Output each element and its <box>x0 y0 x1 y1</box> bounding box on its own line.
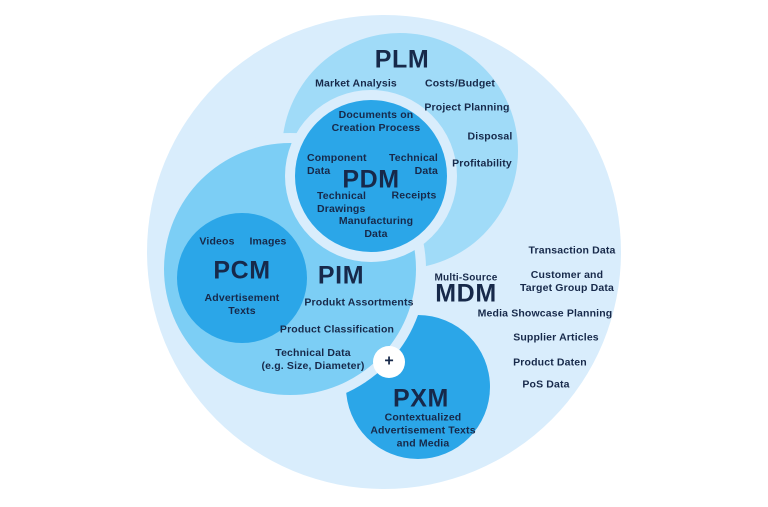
pxm-title: PXM <box>393 384 449 413</box>
plm-label-market-analysis: Market Analysis <box>315 77 397 90</box>
plm-label-project-planning: Project Planning <box>424 101 510 114</box>
pcm-circle <box>177 213 307 343</box>
pxm-label-contextualized-ads: Contextualized Advertisement Texts and M… <box>370 411 476 450</box>
mdm-title: MDM <box>435 279 497 308</box>
mdm-label-product-daten: Product Daten <box>513 356 587 369</box>
plm-label-disposal: Disposal <box>467 130 513 143</box>
pim-title: PIM <box>317 261 365 290</box>
pdm-title: PDM <box>342 165 400 194</box>
pdm-circle <box>295 100 447 252</box>
mdm-eyebrow: Multi-Source <box>434 272 498 284</box>
pdm-label-technical-drawings: Technical Drawings <box>317 189 367 215</box>
pdm-label-technical-data: Technical Data <box>388 151 438 177</box>
plus-junction-circle <box>373 346 405 378</box>
mdm-label-pos-data: PoS Data <box>522 378 570 391</box>
pim-label-produkt-assortments: Produkt Assortments <box>304 296 414 309</box>
plm-label-costs-budget: Costs/Budget <box>424 77 496 90</box>
plm-label-profitability: Profitability <box>452 157 512 170</box>
plus-icon: + <box>384 352 394 370</box>
plm-title: PLM <box>374 45 430 74</box>
pcm-label-advertisement-texts: Advertisement Texts <box>204 291 280 317</box>
pcm-label-videos: Videos <box>199 235 235 248</box>
pdm-label-component-data: Component Data <box>307 151 367 177</box>
pdm-label-receipts: Receipts <box>391 189 437 202</box>
pim-label-product-classification: Product Classification <box>279 323 395 336</box>
pcm-label-images: Images <box>249 235 287 248</box>
pcm-title: PCM <box>213 256 271 285</box>
pim-label-technical-data-size-diameter: Technical Data (e.g. Size, Diameter) <box>261 346 365 372</box>
mdm-label-media-showcase-planning: Media Showcase Planning <box>477 307 613 320</box>
mdm-label-transaction-data: Transaction Data <box>528 244 616 257</box>
pdm-label-manufacturing-data: Manufacturing Data <box>338 214 414 240</box>
pdm-label-documents-creation-process: Documents on Creation Process <box>331 108 421 134</box>
mdm-label-supplier-articles: Supplier Articles <box>513 331 599 344</box>
mdm-label-customer-target-group-data: Customer and Target Group Data <box>520 268 614 294</box>
